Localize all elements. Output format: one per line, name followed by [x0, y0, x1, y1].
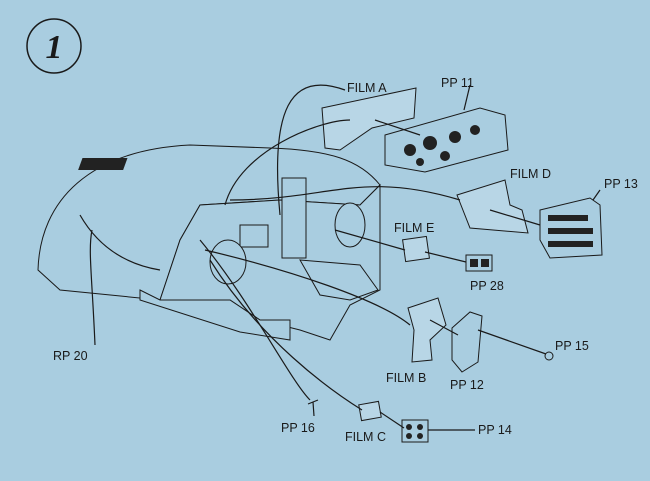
label-rp20: RP 20 — [53, 349, 88, 363]
cockpit-tub — [37, 144, 381, 341]
label-pp16: PP 16 — [281, 421, 315, 435]
svg-text:1: 1 — [46, 29, 63, 66]
film-c — [358, 400, 382, 422]
label-film-c: FILM C — [345, 430, 386, 444]
label-pp12: PP 12 — [450, 378, 484, 392]
label-pp11: PP 11 — [441, 76, 474, 90]
label-pp15: PP 15 — [555, 339, 589, 353]
pp14-part — [401, 419, 429, 443]
step-badge: 1 — [26, 18, 82, 74]
label-pp14: PP 14 — [478, 423, 512, 437]
label-pp13: PP 13 — [604, 177, 638, 191]
film-b — [407, 297, 447, 363]
label-pp28: PP 28 — [470, 279, 504, 293]
label-film-b: FILM B — [386, 371, 426, 385]
label-film-e: FILM E — [394, 221, 434, 235]
pp15-part — [544, 351, 554, 361]
pp16-part — [307, 399, 319, 417]
pp12-part — [451, 311, 483, 373]
film-e — [402, 235, 430, 263]
film-d — [456, 179, 529, 234]
label-film-a: FILM A — [347, 81, 387, 95]
label-film-d: FILM D — [510, 167, 551, 181]
film-a — [321, 87, 417, 151]
assembly-arrows — [89, 84, 601, 431]
pp11-panel — [384, 107, 509, 173]
